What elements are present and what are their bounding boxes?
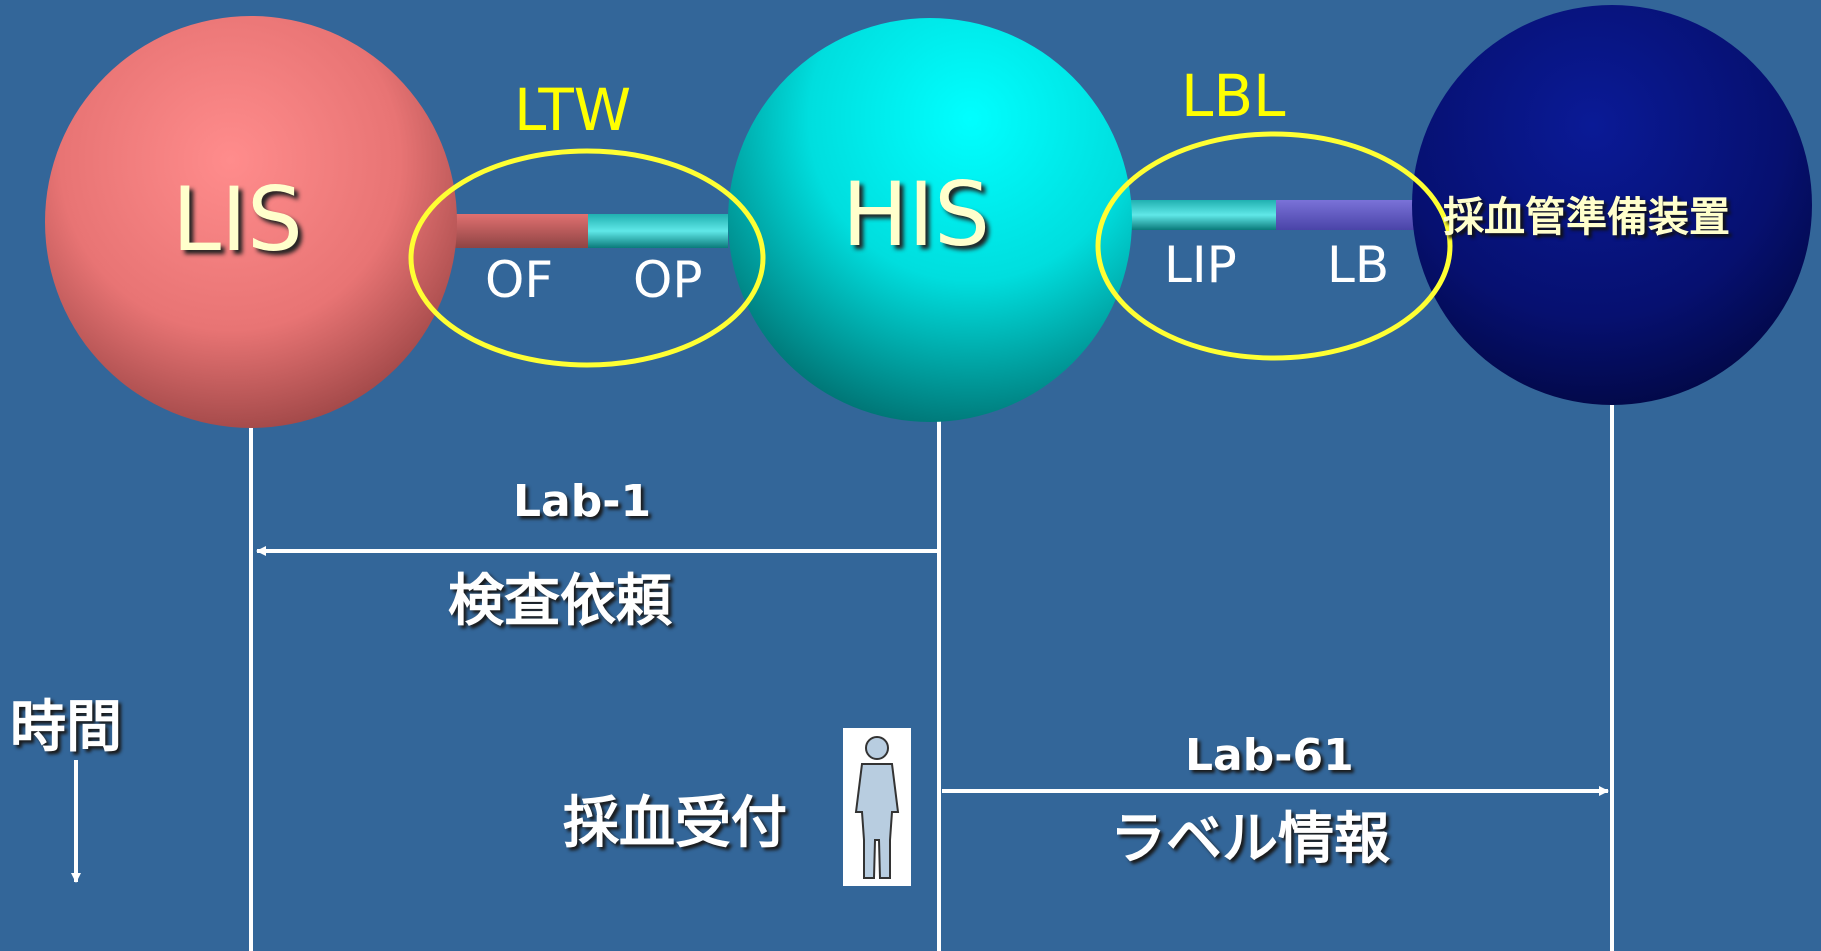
event-label: 採血受付 xyxy=(563,791,787,856)
lb-actor-label: LB xyxy=(1327,236,1390,294)
lb-connector-bar xyxy=(1276,200,1416,230)
lab1-code: Lab-1 xyxy=(513,476,652,527)
device-sphere xyxy=(1412,5,1812,405)
ltw-profile-ring xyxy=(408,148,766,368)
lab61-label: ラベル情報 xyxy=(1110,807,1390,872)
his-sphere xyxy=(728,18,1132,422)
lab1-label: 検査依頼 xyxy=(448,569,672,634)
lbl-profile-label: LBL xyxy=(1181,62,1286,130)
lbl-profile-ring xyxy=(1095,131,1453,361)
lip-connector-bar xyxy=(1128,200,1278,230)
of-connector-bar xyxy=(445,214,590,248)
lis-sphere xyxy=(45,16,457,428)
lip-actor-label: LIP xyxy=(1164,236,1237,294)
op-connector-bar xyxy=(588,214,728,248)
lis-label: LIS xyxy=(172,168,303,271)
op-actor-label: OP xyxy=(633,251,703,309)
lab61-code: Lab-61 xyxy=(1185,730,1354,781)
device-label: 採血管準備装置 xyxy=(1443,193,1730,241)
time-label: 時間 xyxy=(10,695,122,760)
of-actor-label: OF xyxy=(485,251,554,309)
ltw-profile-label: LTW xyxy=(514,76,632,144)
his-label: HIS xyxy=(842,163,990,266)
person-icon xyxy=(843,728,911,886)
